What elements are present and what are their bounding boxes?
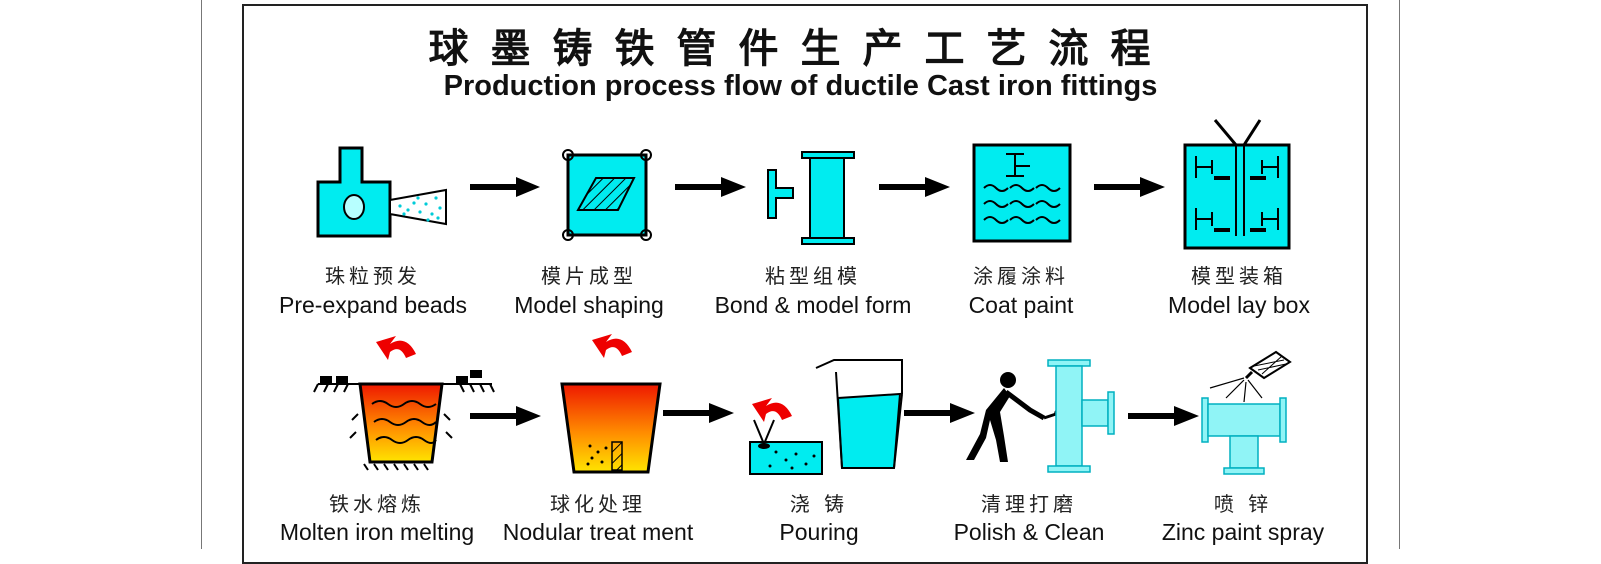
flow-arrow-3: [879, 177, 950, 197]
step-label-en: Model shaping: [514, 292, 664, 318]
coating-tank-icon: [972, 143, 1072, 243]
step-label-cn: 粘型组模: [765, 264, 861, 288]
step-label-cn: 铁水熔炼: [329, 492, 425, 516]
step-label-en: Coat paint: [968, 292, 1074, 318]
nodular-ladle-icon: [560, 334, 662, 474]
pre-expander-icon: [316, 146, 447, 238]
step-label-cn: 珠粒预发: [325, 264, 421, 288]
title-english: Production process flow of ductile Cast …: [443, 70, 1158, 102]
step-label-cn: 清理打磨: [981, 492, 1077, 516]
flow-arrow-5: [470, 406, 541, 426]
step-label-en: Model lay box: [1168, 292, 1310, 318]
bonding-icon: [767, 151, 855, 245]
pouring-ladle-icon: [749, 359, 903, 475]
left-border-line: [201, 0, 202, 549]
title-chinese: 球墨铸铁管件生产工艺流程: [428, 25, 1173, 72]
process-flow-diagram: [313, 119, 1292, 475]
step-label-en: Molten iron melting: [279, 519, 475, 545]
flow-arrow-1: [470, 177, 540, 197]
step-label-en: Pre-expand beads: [279, 292, 467, 318]
step-label-cn: 模型装箱: [1191, 264, 1287, 288]
lay-box-icon: [1183, 119, 1291, 250]
flow-arrow-2: [675, 177, 746, 197]
step-label-en: Polish & Clean: [953, 519, 1105, 545]
right-border-line: [1399, 0, 1400, 549]
flow-arrow-6: [663, 403, 734, 423]
mold-press-icon: [562, 149, 652, 241]
step-label-en: Bond & model form: [714, 292, 912, 318]
zinc-spray-icon: [1201, 350, 1292, 475]
step-label-cn: 喷 锌: [1213, 492, 1273, 516]
grinding-worker-icon: [966, 359, 1115, 473]
flow-arrow-8: [1128, 406, 1199, 426]
step-label-cn: 模片成型: [541, 264, 637, 288]
step-label-en: Zinc paint spray: [1161, 519, 1325, 545]
flow-arrow-7: [904, 403, 975, 423]
melting-furnace-icon: [313, 336, 495, 471]
flow-arrow-4: [1094, 177, 1165, 197]
step-label-cn: 涂履涂料: [973, 264, 1069, 288]
step-label-en: Nodular treat ment: [502, 519, 694, 545]
step-label-cn: 浇 铸: [789, 492, 849, 516]
step-label-cn: 球化处理: [550, 492, 646, 516]
step-label-en: Pouring: [779, 519, 859, 545]
